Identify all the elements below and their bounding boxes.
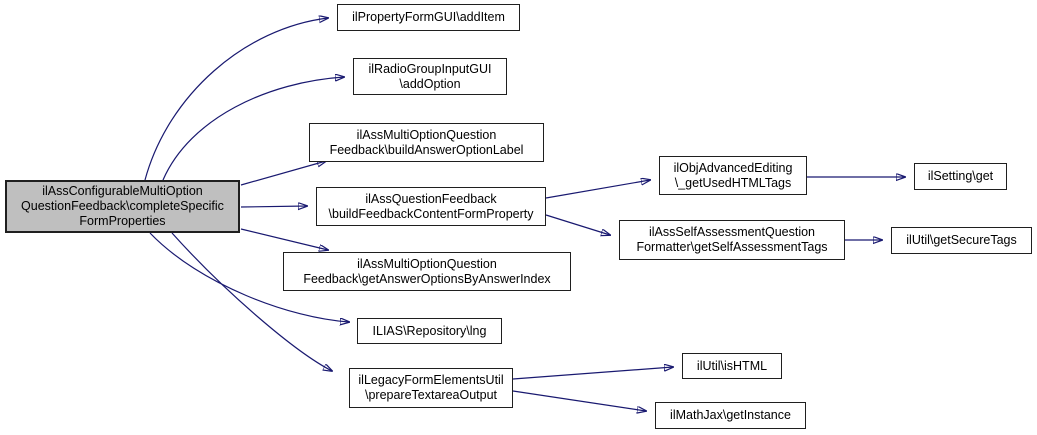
edge-prepareTextareaOutput-to-isHTML — [512, 367, 673, 380]
edge-main-to-addOption — [162, 77, 344, 181]
node-ilSettingGet[interactable]: ilSetting\get — [914, 163, 1007, 190]
node-getInstance[interactable]: ilMathJax\getInstance — [655, 402, 806, 429]
edge-buildFeedbackContentFormProperty-to-getUsedHTMLTags — [545, 180, 650, 199]
edge-buildFeedbackContentFormProperty-to-getSelfAssessmentTags — [545, 214, 610, 235]
edge-prepareTextareaOutput-to-getInstance — [512, 390, 646, 411]
node-getUsedHTMLTags[interactable]: ilObjAdvancedEditing \_getUsedHTMLTags — [659, 156, 807, 195]
edge-main-to-buildFeedbackContentFormProperty — [240, 206, 307, 207]
node-addOption[interactable]: ilRadioGroupInputGUI \addOption — [353, 58, 507, 95]
edge-main-to-buildAnswerOptionLabel — [240, 161, 326, 186]
node-getAnswerOptionsByAnswerIndex[interactable]: ilAssMultiOptionQuestion Feedback\getAns… — [283, 252, 571, 291]
node-lng[interactable]: ILIAS\Repository\lng — [357, 318, 502, 344]
edge-main-to-prepareTextareaOutput — [171, 232, 332, 371]
node-buildAnswerOptionLabel[interactable]: ilAssMultiOptionQuestion Feedback\buildA… — [309, 123, 544, 162]
edge-main-to-getAnswerOptionsByAnswerIndex — [240, 228, 328, 250]
node-buildFeedbackContentFormProperty[interactable]: ilAssQuestionFeedback \buildFeedbackCont… — [316, 187, 546, 226]
node-getSecureTags[interactable]: ilUtil\getSecureTags — [891, 227, 1032, 254]
edge-main-to-lng — [149, 232, 349, 322]
node-getSelfAssessmentTags[interactable]: ilAssSelfAssessmentQuestion Formatter\ge… — [619, 220, 845, 260]
edge-main-to-addItem — [144, 18, 328, 181]
node-isHTML[interactable]: ilUtil\isHTML — [682, 353, 782, 379]
node-addItem[interactable]: ilPropertyFormGUI\addItem — [337, 4, 520, 31]
node-completeSpecificFormProperties: ilAssConfigurableMultiOption QuestionFee… — [5, 180, 240, 233]
node-prepareTextareaOutput[interactable]: ilLegacyFormElementsUtil \prepareTextare… — [349, 368, 513, 408]
